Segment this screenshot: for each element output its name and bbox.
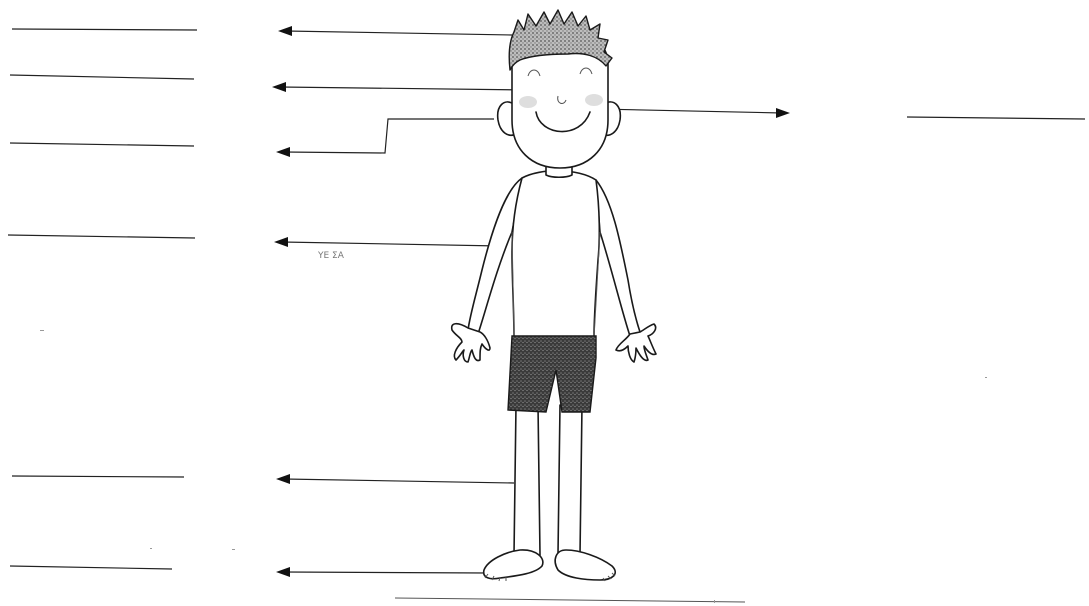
- pointer-arrow-foot: [276, 567, 488, 577]
- answer-blank-foot[interactable]: [10, 566, 172, 569]
- answer-blank-leg[interactable]: [12, 476, 184, 477]
- shorts: [508, 336, 596, 412]
- pointer-arrow-eye: [272, 82, 530, 92]
- boy-figure: [452, 10, 656, 581]
- stray-mark: ΥΕ ΣΑ: [317, 251, 345, 261]
- answer-blank-arm[interactable]: [8, 235, 195, 238]
- right-leg: [558, 405, 582, 560]
- pointer-arrow-leg: [276, 474, 514, 484]
- pointer-arrow-hair: [278, 26, 512, 36]
- left-cheek: [519, 96, 537, 108]
- answer-blank-mouth[interactable]: [907, 117, 1085, 119]
- right-cheek: [585, 94, 603, 106]
- right-arm: [596, 180, 640, 336]
- pointer-arrow-arm: [274, 237, 500, 247]
- answer-blank-ear[interactable]: [10, 143, 194, 146]
- left-foot: [484, 550, 543, 579]
- right-foot: [555, 550, 615, 580]
- pointer-arrow-ear: [276, 119, 494, 157]
- ground-line: [395, 598, 745, 602]
- left-leg: [514, 405, 540, 561]
- answer-blank-hair[interactable]: [12, 29, 197, 30]
- left-hand: [452, 324, 490, 362]
- torso: [512, 171, 599, 338]
- answer-blank-eye[interactable]: [10, 75, 194, 79]
